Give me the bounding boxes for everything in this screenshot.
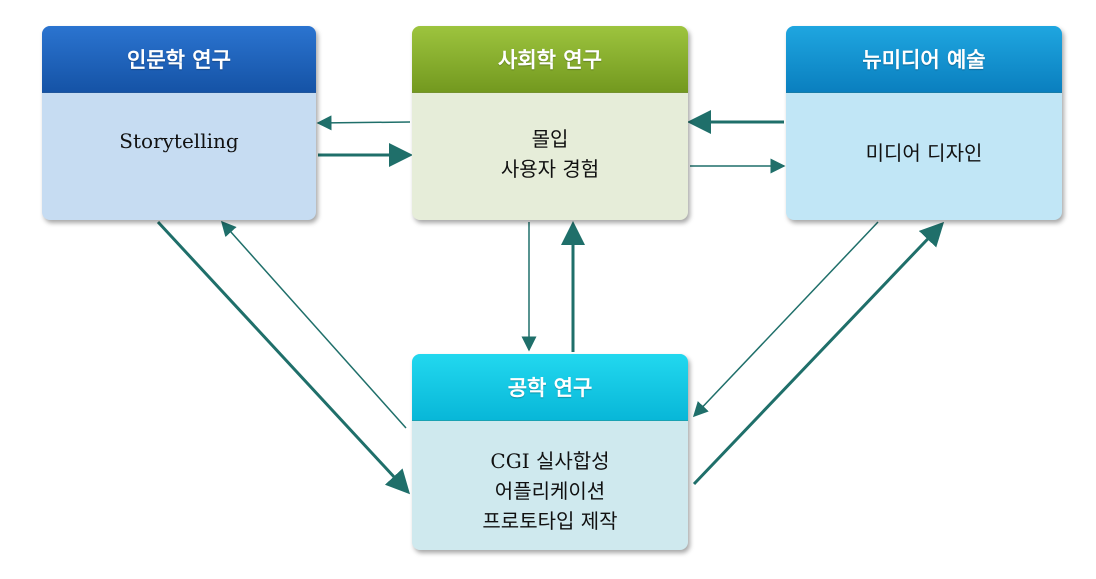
social-research-content: 몰입 사용자 경험 — [412, 92, 688, 220]
new-media-line-1: 미디어 디자인 — [865, 141, 983, 165]
engineering-line-3: 프로토타입 제작 — [482, 509, 618, 533]
social-research-box: 사회학 연구 몰입 사용자 경험 — [412, 26, 688, 220]
social-line-2: 사용자 경험 — [500, 157, 600, 181]
new-media-art-title: 뉴미디어 예술 — [786, 26, 1062, 93]
engineering-research-box: 공학 연구 CGI 실사합성 어플리케이션 프로토타입 제작 — [412, 354, 688, 550]
new-media-art-content: 미디어 디자인 — [786, 92, 1062, 220]
arrow-engineering-to-newmedia — [692, 221, 945, 486]
humanities-research-content: Storytelling — [42, 92, 316, 220]
engineering-line-2: 어플리케이션 — [494, 479, 606, 503]
engineering-line-1: CGI 실사합성 — [490, 449, 610, 473]
social-line-1: 몰입 — [531, 127, 569, 151]
arrow-social-to-humanities — [316, 115, 411, 131]
arrow-newmedia-to-engineering — [692, 221, 879, 418]
engineering-research-content: CGI 실사합성 어플리케이션 프로토타입 제작 — [412, 420, 688, 550]
humanities-research-box: 인문학 연구 Storytelling — [42, 26, 316, 220]
engineering-research-title: 공학 연구 — [412, 354, 688, 421]
humanities-research-title: 인문학 연구 — [42, 26, 316, 93]
humanities-line-1: Storytelling — [119, 129, 239, 153]
social-research-title: 사회학 연구 — [412, 26, 688, 93]
arrow-engineering-to-humanities — [221, 220, 407, 429]
new-media-art-box: 뉴미디어 예술 미디어 디자인 — [786, 26, 1062, 220]
arrow-humanities-to-engineering — [156, 220, 411, 495]
